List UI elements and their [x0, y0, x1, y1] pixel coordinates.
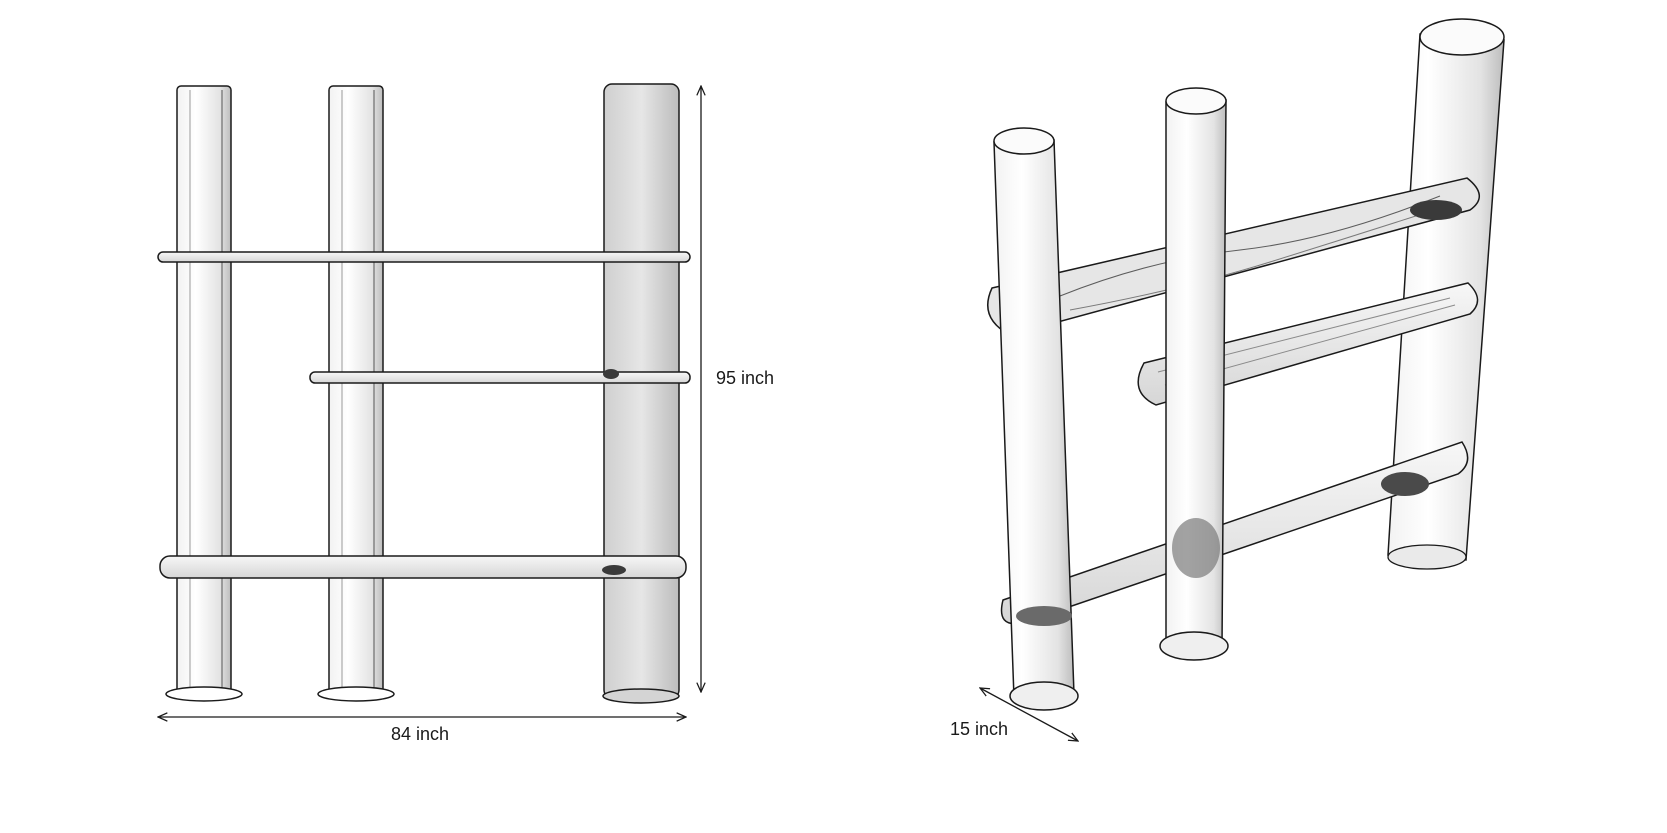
- front-pole-middle: [317, 85, 395, 702]
- perspective-shelf-top: [987, 177, 1480, 336]
- height-dimension: 95 inch: [701, 86, 774, 692]
- front-pole-left: [165, 85, 243, 702]
- width-label: 84 inch: [391, 724, 449, 744]
- front-shelf-middle: [309, 369, 691, 384]
- front-shelf-bottom: [159, 555, 687, 579]
- width-dimension: 84 inch: [158, 717, 686, 744]
- perspective-pole-left: [993, 127, 1079, 711]
- depth-dimension: 15 inch: [950, 688, 1078, 741]
- front-pole-right: [602, 83, 680, 704]
- height-label: 95 inch: [716, 368, 774, 388]
- perspective-shelf-bottom: [1000, 441, 1469, 625]
- perspective-pole-middle: [1159, 87, 1229, 661]
- depth-label: 15 inch: [950, 719, 1008, 739]
- perspective-view: 15 inch: [950, 18, 1505, 741]
- front-shelf-top: [157, 251, 691, 263]
- front-view: 84 inch 95 inch: [157, 83, 774, 744]
